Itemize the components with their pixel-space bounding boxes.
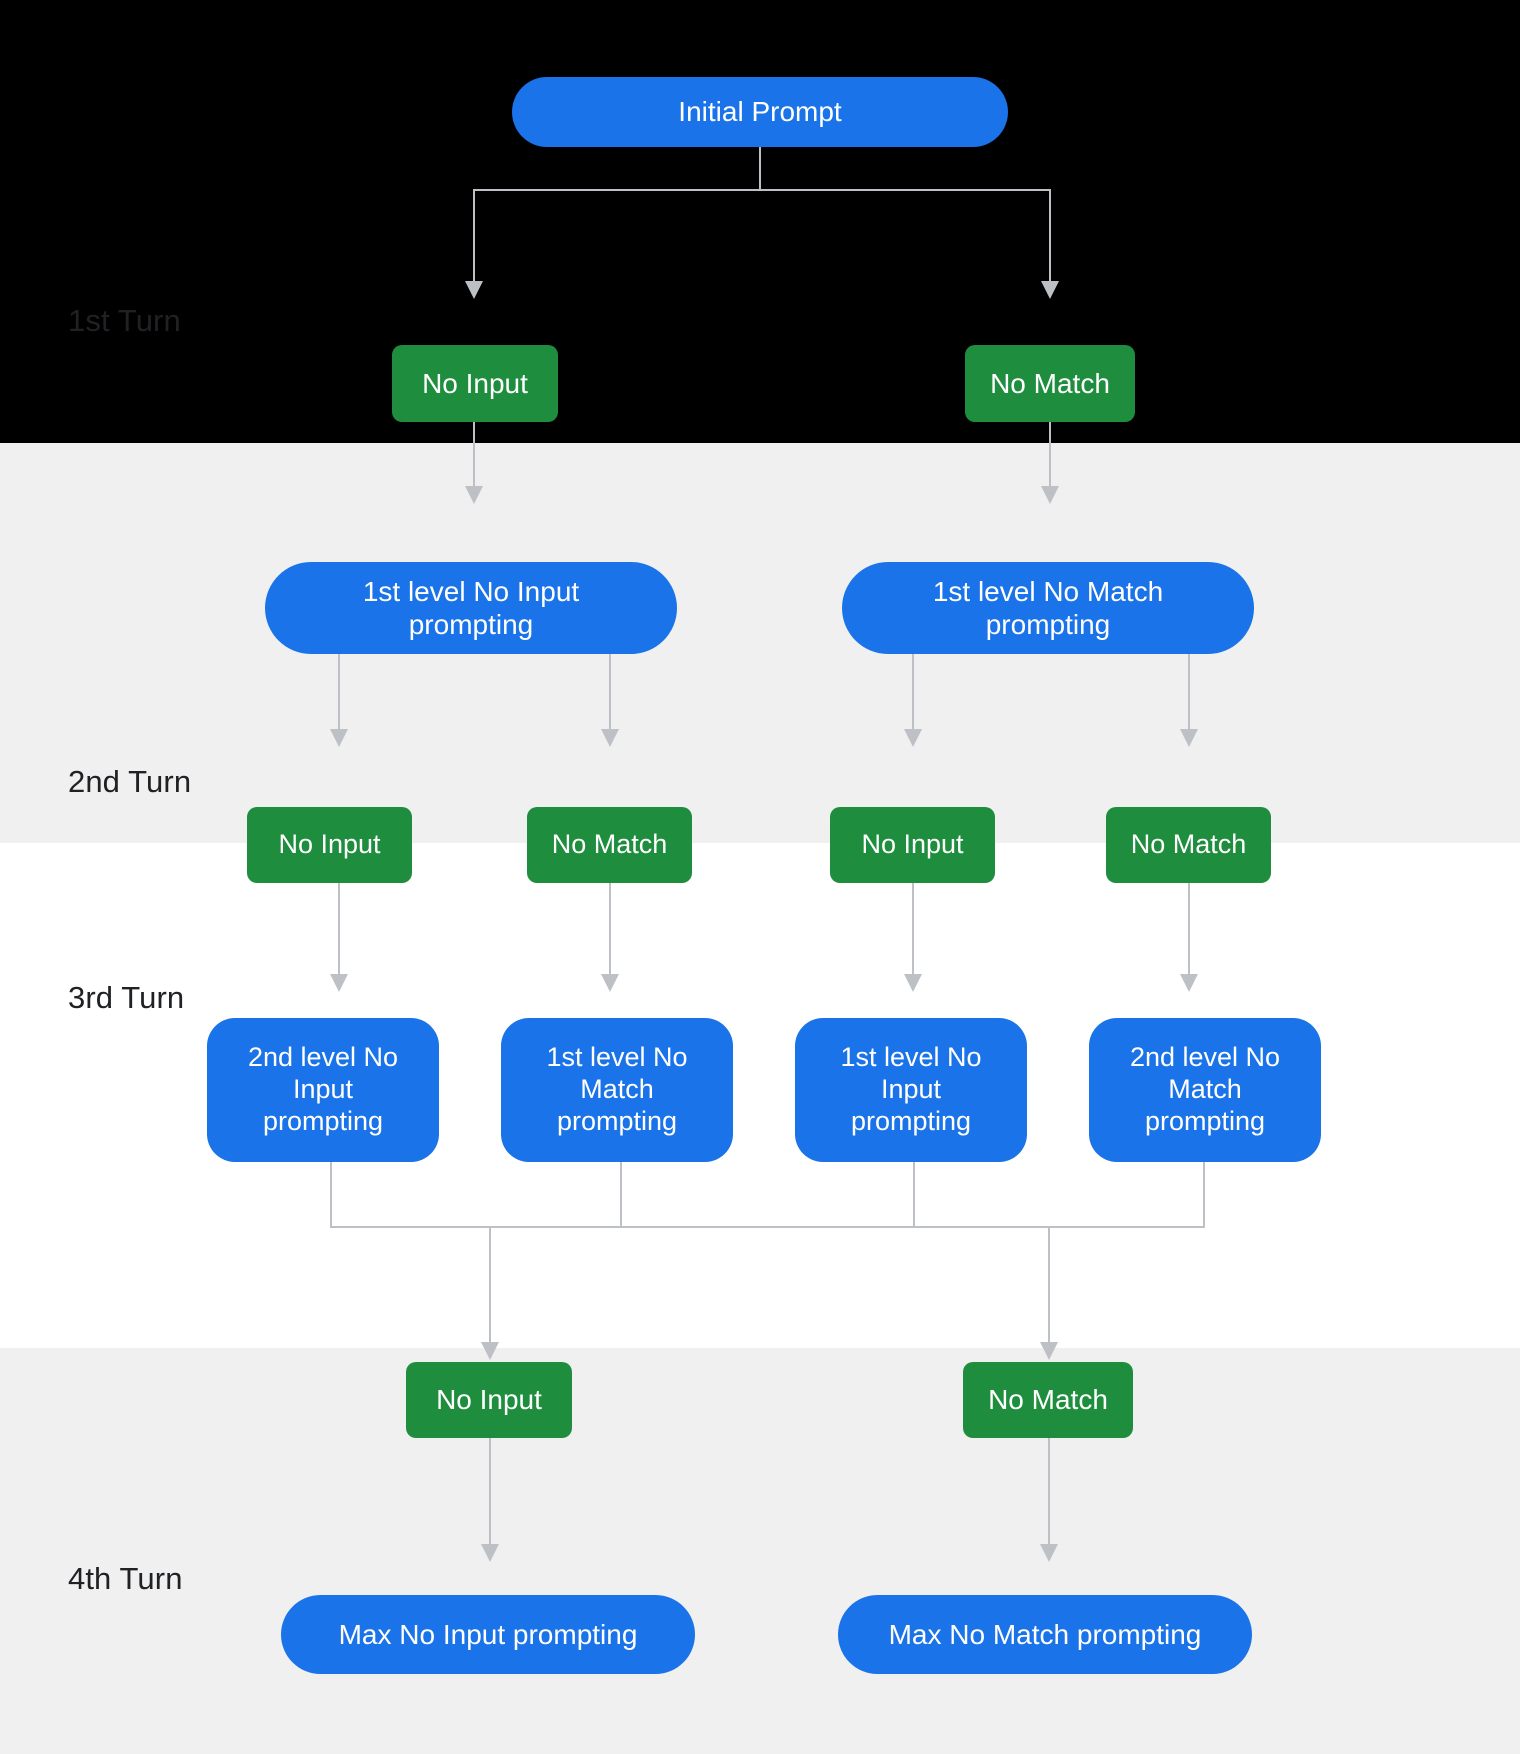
node-turn3-no-match[interactable]: No Match [963,1362,1133,1438]
connector-root-stem [759,146,761,190]
node-label-line2: Input [880,1074,942,1105]
connector-t3p2-stem [620,1160,622,1228]
node-label-line1: 1st level No [546,1042,688,1073]
connector-t2nib-to-t3p3 [912,882,914,974]
connector-root-to-no-match [1049,189,1051,281]
node-label-line2: Input [292,1074,354,1105]
node-label: No Input [422,367,528,399]
node-label-line1: 1st level No Input [362,575,580,607]
connector-t2nma-to-t3p2 [609,882,611,974]
turn-label-1st: 1st Turn [68,303,181,338]
node-max-no-input-prompting[interactable]: Max No Input prompting [281,1595,695,1674]
connector-t1nm-to-t2prompt [1049,382,1051,486]
node-label-line1: 2nd level No [1129,1042,1281,1073]
turn-label-3rd: 3rd Turn [68,980,185,1015]
node-turn3-prompt-1[interactable]: 2nd level No Input prompting [207,1018,439,1162]
connector-t2nmb-to-t3p4 [1188,882,1190,974]
node-turn2-no-input-a[interactable]: No Input [247,807,412,883]
connector-t3p1-stem [330,1160,332,1228]
node-label: No Match [1130,829,1247,860]
arrowhead-t2left-no-input [330,729,348,747]
node-label: Max No Input prompting [338,1618,638,1650]
node-label-line3: prompting [1144,1105,1266,1136]
node-label-line1: 1st level No Match [932,575,1164,607]
node-turn3-no-input[interactable]: No Input [406,1362,572,1438]
node-label-line2: Match [580,1074,654,1105]
node-turn3-prompt-2[interactable]: 1st level No Match prompting [501,1018,733,1162]
turn-label-4th: 4th Turn [68,1561,183,1596]
node-label: No Input [861,829,964,860]
arrowhead-t2nia-t3p1 [330,974,348,992]
node-label: No Match [988,1384,1108,1416]
arrowhead-t1ni-t2prompt [465,486,483,504]
connector-root-to-no-input [473,189,475,281]
arrowhead-root-no-input [465,281,483,299]
turn-label-2nd: 2nd Turn [68,764,192,799]
node-label-line2: prompting [408,609,534,640]
node-turn1-no-match[interactable]: No Match [965,345,1135,422]
connector-bus-drop-no-match [1048,1226,1050,1342]
connector-t2right-to-no-input [912,652,914,729]
arrowhead-t2right-no-input [904,729,922,747]
arrowhead-max-no-match [1040,1544,1058,1562]
node-turn3-prompt-3[interactable]: 1st level No Input prompting [795,1018,1027,1162]
arrowhead-merge-no-input [481,1342,499,1360]
connector-t3nm-to-max-no-match [1048,1437,1050,1544]
connector-t2left-to-no-input [338,652,340,729]
node-label: No Match [990,367,1110,399]
node-initial-prompt[interactable]: Initial Prompt [512,77,1008,147]
connector-t3p4-stem [1203,1160,1205,1228]
node-label: No Input [278,829,381,860]
node-label: Max No Match prompting [888,1618,1202,1650]
node-label: No Match [551,829,668,860]
arrowhead-merge-no-match [1040,1342,1058,1360]
node-label-line2: prompting [985,609,1111,640]
arrowhead-t2nib-t3p3 [904,974,922,992]
node-turn2-no-input-b[interactable]: No Input [830,807,995,883]
connector-bus-drop-no-input [489,1226,491,1342]
node-turn2-prompt-no-input[interactable]: 1st level No Input prompting [265,562,677,654]
connector-t2nia-to-t3p1 [338,882,340,974]
node-max-no-match-prompting[interactable]: Max No Match prompting [838,1595,1252,1674]
connector-t2right-to-no-match [1188,652,1190,729]
arrowhead-t2nma-t3p2 [601,974,619,992]
node-label-line1: 2nd level No [247,1042,399,1073]
arrowhead-t2nmb-t3p4 [1180,974,1198,992]
node-label-line3: prompting [850,1105,972,1136]
arrowhead-t2left-no-match [601,729,619,747]
connector-t1ni-to-t2prompt [473,382,475,486]
band-4th-turn [0,1348,1520,1754]
node-turn2-prompt-no-match[interactable]: 1st level No Match prompting [842,562,1254,654]
node-turn2-no-match-a[interactable]: No Match [527,807,692,883]
node-label-line3: prompting [262,1105,384,1136]
connector-t2left-to-no-match [609,652,611,729]
node-label-line2: Match [1168,1074,1242,1105]
connector-t3ni-to-max-no-input [489,1437,491,1544]
node-turn1-no-input[interactable]: No Input [392,345,558,422]
node-label: Initial Prompt [678,96,842,128]
node-turn3-prompt-4[interactable]: 2nd level No Match prompting [1089,1018,1321,1162]
arrowhead-t2right-no-match [1180,729,1198,747]
band-1st-turn [0,0,1520,443]
node-label-line3: prompting [556,1105,678,1136]
node-turn2-no-match-b[interactable]: No Match [1106,807,1271,883]
arrowhead-t1nm-t2prompt [1041,486,1059,504]
arrowhead-root-no-match [1041,281,1059,299]
arrowhead-max-no-input [481,1544,499,1562]
connector-bus-no-match [620,1226,1205,1228]
band-2nd-turn [0,443,1520,843]
connector-root-bus [473,189,1051,191]
node-label: No Input [436,1384,542,1416]
connector-t3p3-stem [913,1160,915,1228]
node-label-line1: 1st level No [840,1042,982,1073]
